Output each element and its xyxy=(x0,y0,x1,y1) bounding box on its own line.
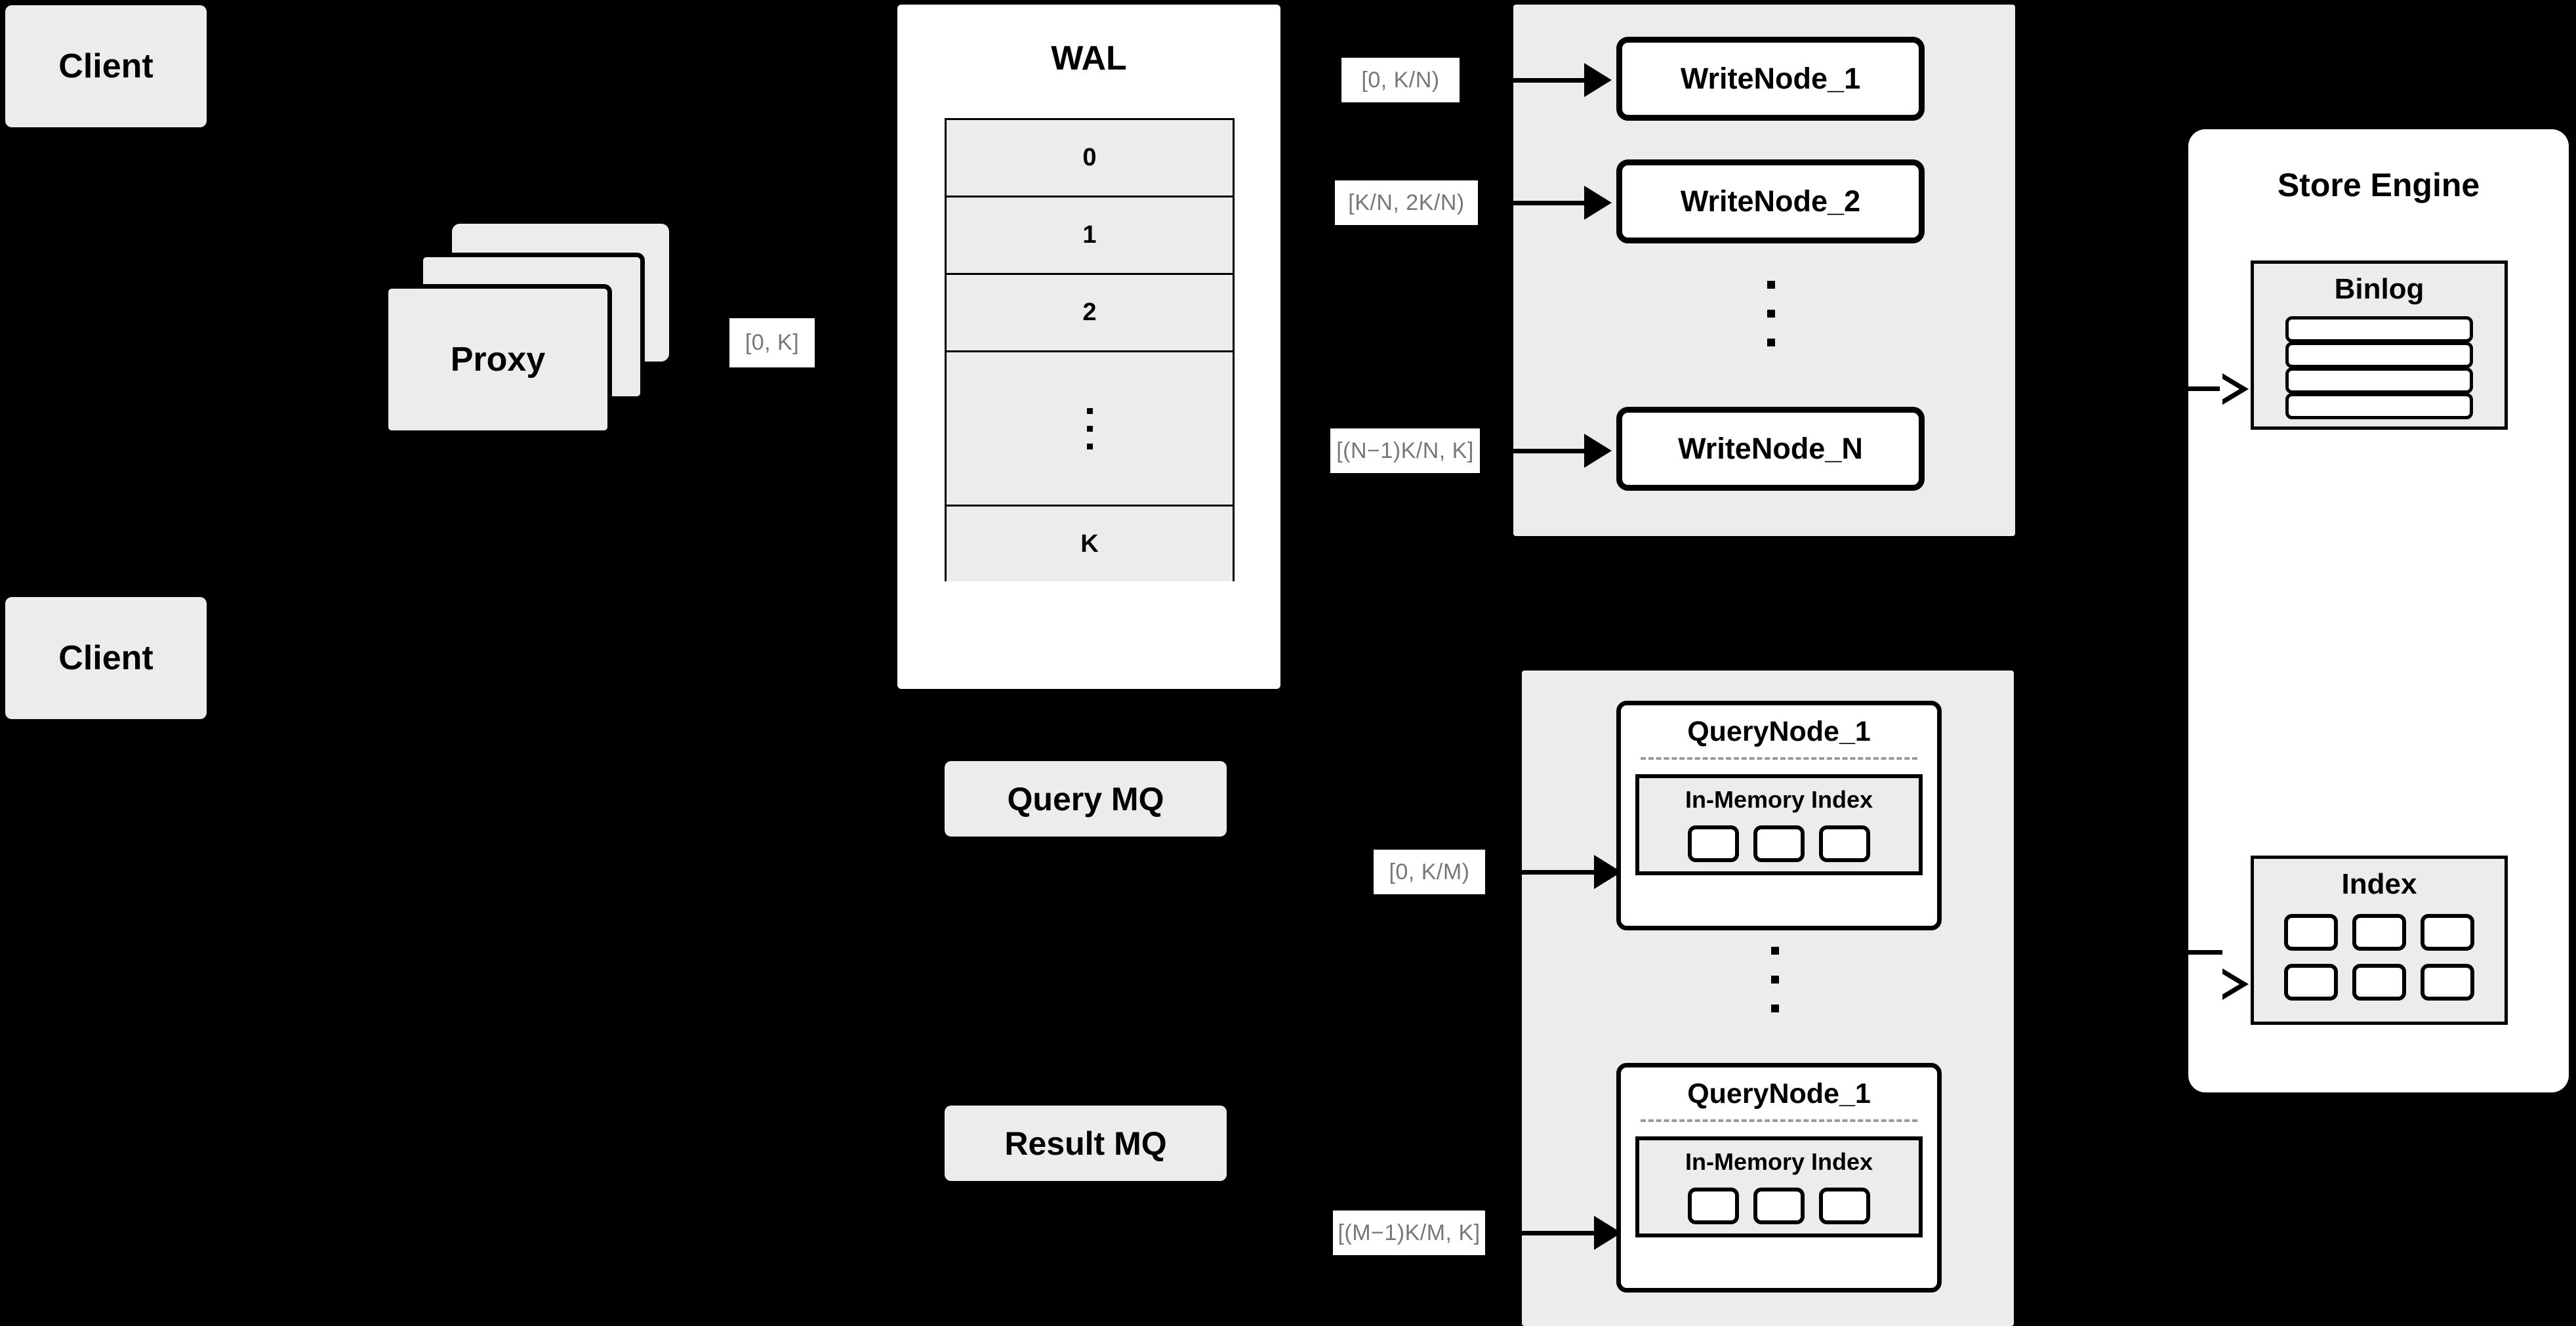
tag-proxy-to-wal: [0, K] xyxy=(729,318,815,367)
wal-row-ellipsis xyxy=(947,352,1233,507)
index-cell xyxy=(2352,914,2406,951)
index-cell xyxy=(1688,825,1739,862)
result-mq-node[interactable]: Result MQ xyxy=(945,1106,1227,1181)
tag-query-node-2-text: [(M−1)K/M, K] xyxy=(1338,1220,1481,1245)
arrow-head-write-n xyxy=(1584,434,1612,468)
tag-query-node-2: [(M−1)K/M, K] xyxy=(1333,1211,1485,1255)
tag-write-node-1: [0, K/N) xyxy=(1341,58,1460,102)
query-node-2[interactable]: QueryNode_1 In-Memory Index xyxy=(1616,1063,1942,1293)
query-group-ellipsis xyxy=(1771,947,1779,1012)
write-node-1-label: WriteNode_1 xyxy=(1680,62,1861,95)
wal-row: K xyxy=(947,507,1233,581)
binlog-row xyxy=(2285,342,2473,368)
binlog-row xyxy=(2285,393,2473,419)
query-mq-node[interactable]: Query MQ xyxy=(945,761,1227,837)
arrow-head-to-index xyxy=(2220,968,2249,1000)
binlog-row xyxy=(2285,367,2473,394)
proxy-label: Proxy xyxy=(450,341,546,379)
write-node-2[interactable]: WriteNode_2 xyxy=(1616,159,1925,243)
in-memory-index-title: In-Memory Index xyxy=(1685,786,1873,813)
binlog-panel: Binlog xyxy=(2251,260,2508,430)
ellipsis-dot xyxy=(1771,976,1779,984)
tag-write-node-2-text: [K/N, 2K/N) xyxy=(1348,190,1465,215)
index-cell xyxy=(2421,964,2474,1001)
query-node-2-in-memory-index: In-Memory Index xyxy=(1635,1136,1923,1237)
index-cell xyxy=(2352,964,2406,1001)
ellipsis-dot xyxy=(1771,1005,1779,1012)
arrow-head-write-1 xyxy=(1584,63,1612,97)
query-node-2-title: QueryNode_1 xyxy=(1687,1078,1871,1109)
tag-query-node-1-text: [0, K/M) xyxy=(1389,859,1470,884)
arrow-line-query-2 xyxy=(1490,1231,1595,1235)
in-memory-index-cells xyxy=(1639,1188,1919,1224)
arrow-head-to-binlog xyxy=(2220,373,2249,405)
index-cell xyxy=(1753,825,1805,862)
index-title: Index xyxy=(2341,868,2417,900)
arrow-head-write-2 xyxy=(1584,186,1612,220)
tag-write-node-1-text: [0, K/N) xyxy=(1361,67,1440,93)
ellipsis-dot xyxy=(1086,425,1093,432)
proxy-node[interactable]: Proxy xyxy=(380,210,689,435)
arrow-line-write-1 xyxy=(1467,78,1585,83)
write-node-2-label: WriteNode_2 xyxy=(1680,184,1861,218)
tag-write-node-n-text: [(N−1)K/N, K] xyxy=(1336,438,1474,463)
write-group-ellipsis xyxy=(1767,281,1775,346)
in-memory-index-cells xyxy=(1639,825,1919,862)
index-cell xyxy=(2284,964,2338,1001)
query-node-1[interactable]: QueryNode_1 In-Memory Index xyxy=(1616,701,1942,930)
tag-proxy-to-wal-text: [0, K] xyxy=(745,330,800,355)
arrow-line-write-2 xyxy=(1483,201,1585,205)
arrow-line-write-n xyxy=(1484,449,1585,453)
query-mq-label: Query MQ xyxy=(1007,780,1164,818)
index-cell-grid xyxy=(2254,914,2504,1001)
client-node-2-label: Client xyxy=(58,639,153,677)
write-node-n[interactable]: WriteNode_N xyxy=(1616,407,1925,491)
wal-row: 0 xyxy=(947,120,1233,197)
query-node-2-separator xyxy=(1641,1119,1917,1122)
ellipsis-dot xyxy=(1086,443,1093,449)
tag-query-node-1: [0, K/M) xyxy=(1374,850,1485,894)
index-cell xyxy=(1688,1188,1739,1224)
query-node-1-title: QueryNode_1 xyxy=(1687,716,1871,747)
write-node-n-label: WriteNode_N xyxy=(1678,432,1863,465)
wal-row: 2 xyxy=(947,275,1233,352)
index-cell xyxy=(2284,914,2338,951)
result-mq-label: Result MQ xyxy=(1004,1125,1167,1162)
index-cell xyxy=(1819,825,1870,862)
ellipsis-dot xyxy=(1767,339,1775,346)
index-panel: Index xyxy=(2251,856,2508,1025)
index-cell xyxy=(1819,1188,1870,1224)
binlog-rows xyxy=(2285,316,2473,419)
tag-write-node-2: [K/N, 2K/N) xyxy=(1335,180,1478,225)
arrow-line-to-binlog xyxy=(2188,386,2222,391)
query-node-1-separator xyxy=(1641,757,1917,760)
wal-row: 1 xyxy=(947,197,1233,275)
store-engine-panel: Store Engine Binlog Index xyxy=(2188,129,2569,1092)
arrow-line-to-index xyxy=(2188,950,2222,955)
write-node-1[interactable]: WriteNode_1 xyxy=(1616,37,1925,121)
client-node-2[interactable]: Client xyxy=(5,597,207,719)
ellipsis-dot xyxy=(1771,947,1779,955)
in-memory-index-title: In-Memory Index xyxy=(1685,1148,1873,1175)
client-node-1-label: Client xyxy=(58,47,153,85)
arrow-line-query-1 xyxy=(1490,870,1595,875)
wal-entry-table: 0 1 2 K xyxy=(945,118,1235,581)
ellipsis-dot xyxy=(1767,281,1775,289)
query-node-1-in-memory-index: In-Memory Index xyxy=(1635,774,1923,875)
store-engine-title: Store Engine xyxy=(2277,167,2480,203)
ellipsis-dot xyxy=(1767,310,1775,318)
tag-write-node-n: [(N−1)K/N, K] xyxy=(1330,428,1480,473)
ellipsis-dot xyxy=(1086,407,1093,414)
proxy-stack-layer-front: Proxy xyxy=(384,284,612,435)
wal-panel: WAL 0 1 2 K xyxy=(897,5,1280,689)
index-cell xyxy=(2421,914,2474,951)
client-node-1[interactable]: Client xyxy=(5,5,207,127)
index-cell xyxy=(1753,1188,1805,1224)
wal-title: WAL xyxy=(1051,39,1127,77)
binlog-row xyxy=(2285,316,2473,342)
binlog-title: Binlog xyxy=(2334,273,2424,305)
